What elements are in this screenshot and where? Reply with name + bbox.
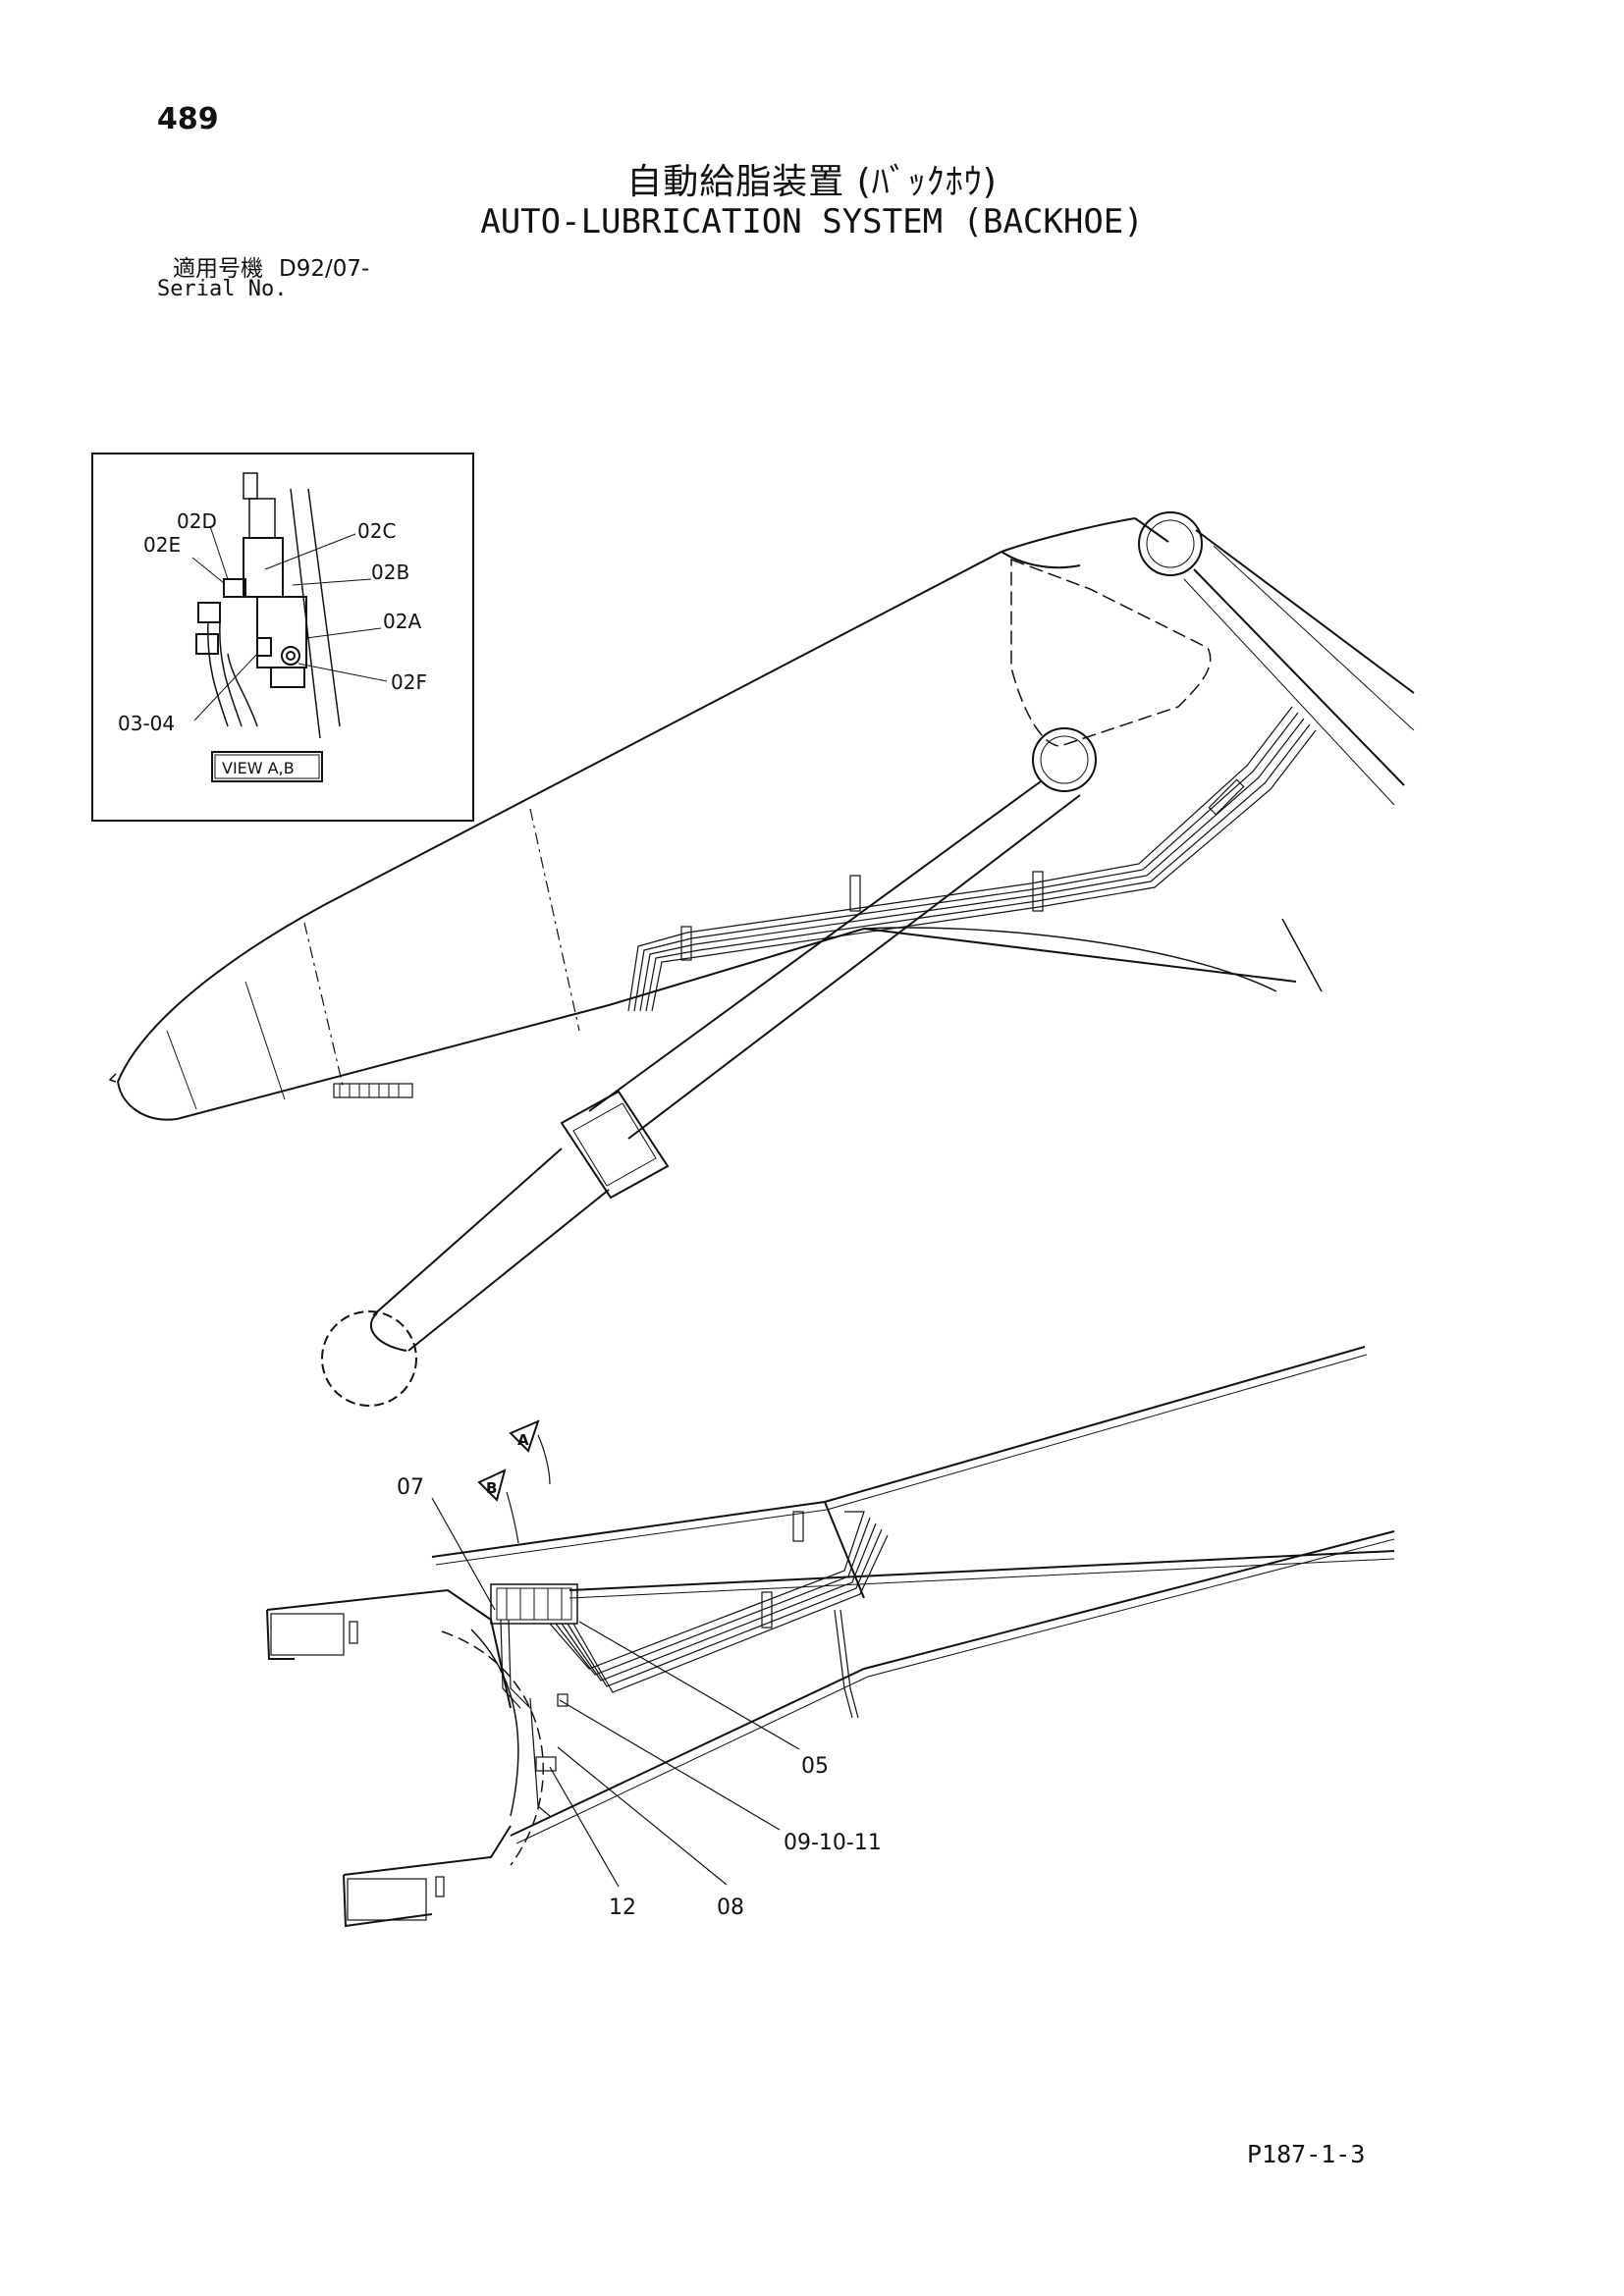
callout-08: 08 <box>717 1896 744 1920</box>
title-english: AUTO-LUBRICATION SYSTEM (BACKHOE) <box>480 202 1144 241</box>
view-marker-b: B <box>486 1479 497 1497</box>
sheet-code: P187-1-3 <box>1247 2140 1366 2168</box>
bucket-cylinder <box>321 780 1081 1407</box>
title-japanese: 自動給脂装置 (ﾊﾞｯｸﾎｳ) <box>626 162 998 202</box>
page-number: 489 <box>157 102 219 136</box>
serial-code: D92/07- <box>279 256 370 282</box>
inset-callout-03-04: 03-04 <box>118 712 175 735</box>
boom-foot-assembly <box>266 1346 1395 1928</box>
callout-07: 07 <box>397 1475 424 1500</box>
inset-callout-02f: 02F <box>391 670 427 694</box>
inset-callout-02a: 02A <box>383 610 421 633</box>
callout-05: 05 <box>801 1754 829 1779</box>
inset-view <box>91 453 474 822</box>
serial-label-english: Serial No. <box>157 277 288 301</box>
inset-callout-02c: 02C <box>357 519 396 543</box>
callout-09-10-11: 09-10-11 <box>784 1831 882 1855</box>
inset-callout-02b: 02B <box>371 561 409 584</box>
callout-12: 12 <box>609 1896 636 1920</box>
inset-callout-02e: 02E <box>143 533 181 557</box>
inset-view-caption: VIEW A,B <box>222 759 295 777</box>
arm-assembly <box>108 511 1415 1121</box>
serial-label-jp-text: 適用号機 <box>173 256 263 282</box>
inset-callout-02d: 02D <box>177 509 217 533</box>
serial-label-japanese: 適用号機 D92/07- <box>173 249 369 283</box>
view-marker-a: A <box>517 1431 529 1449</box>
